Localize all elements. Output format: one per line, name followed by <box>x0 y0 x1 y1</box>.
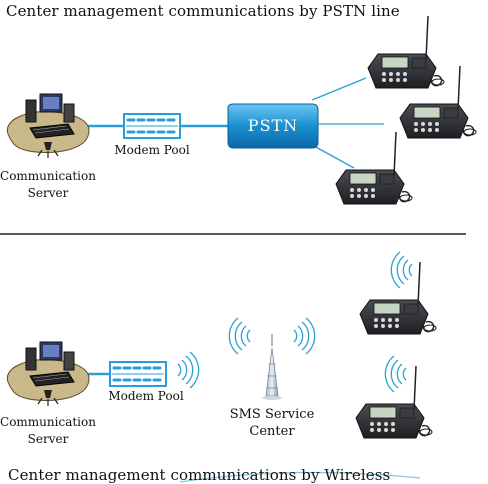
server-label-line-1: Communication <box>0 169 96 183</box>
sms-tower-icon <box>262 334 282 400</box>
bottom-section-title: Center management communications by Wire… <box>8 466 391 484</box>
server-label-line-2: Server <box>27 432 69 446</box>
wireless-waves-icon <box>177 351 200 389</box>
terminal-device-icon <box>367 15 445 89</box>
sms-label-line-1: SMS Service <box>229 407 315 422</box>
modem-pool-label: Modem Pool <box>114 143 190 157</box>
terminal-device-icon <box>335 131 413 205</box>
wireless-waves-icon <box>384 355 407 393</box>
terminal-device-icon <box>355 365 433 439</box>
server-computer-icon <box>6 93 90 159</box>
server-label: Communication Server <box>0 168 96 202</box>
server-label: Communication Server <box>0 414 96 448</box>
pstn-label: PSTN <box>247 116 299 135</box>
pstn-box <box>227 103 319 149</box>
sms-service-center-label: SMS Service Center <box>224 406 320 440</box>
modem-pool-icon <box>122 112 182 140</box>
top-section-title: Center management communications by PSTN… <box>6 2 400 20</box>
pstn-device-link-1 <box>311 77 367 101</box>
server-computer-icon <box>6 341 90 407</box>
wireless-waves-icon <box>293 317 316 355</box>
modem-pool-label: Modem Pool <box>108 389 184 403</box>
decorative-swoosh <box>179 471 421 483</box>
server-label-line-2: Server <box>27 186 69 200</box>
modem-pool-icon <box>108 360 168 388</box>
server-label-line-1: Communication <box>0 415 96 429</box>
wireless-waves-icon <box>390 251 413 289</box>
wireless-waves-icon <box>228 317 251 355</box>
pstn-device-link-3 <box>313 145 355 169</box>
sms-label-line-2: Center <box>249 424 295 439</box>
